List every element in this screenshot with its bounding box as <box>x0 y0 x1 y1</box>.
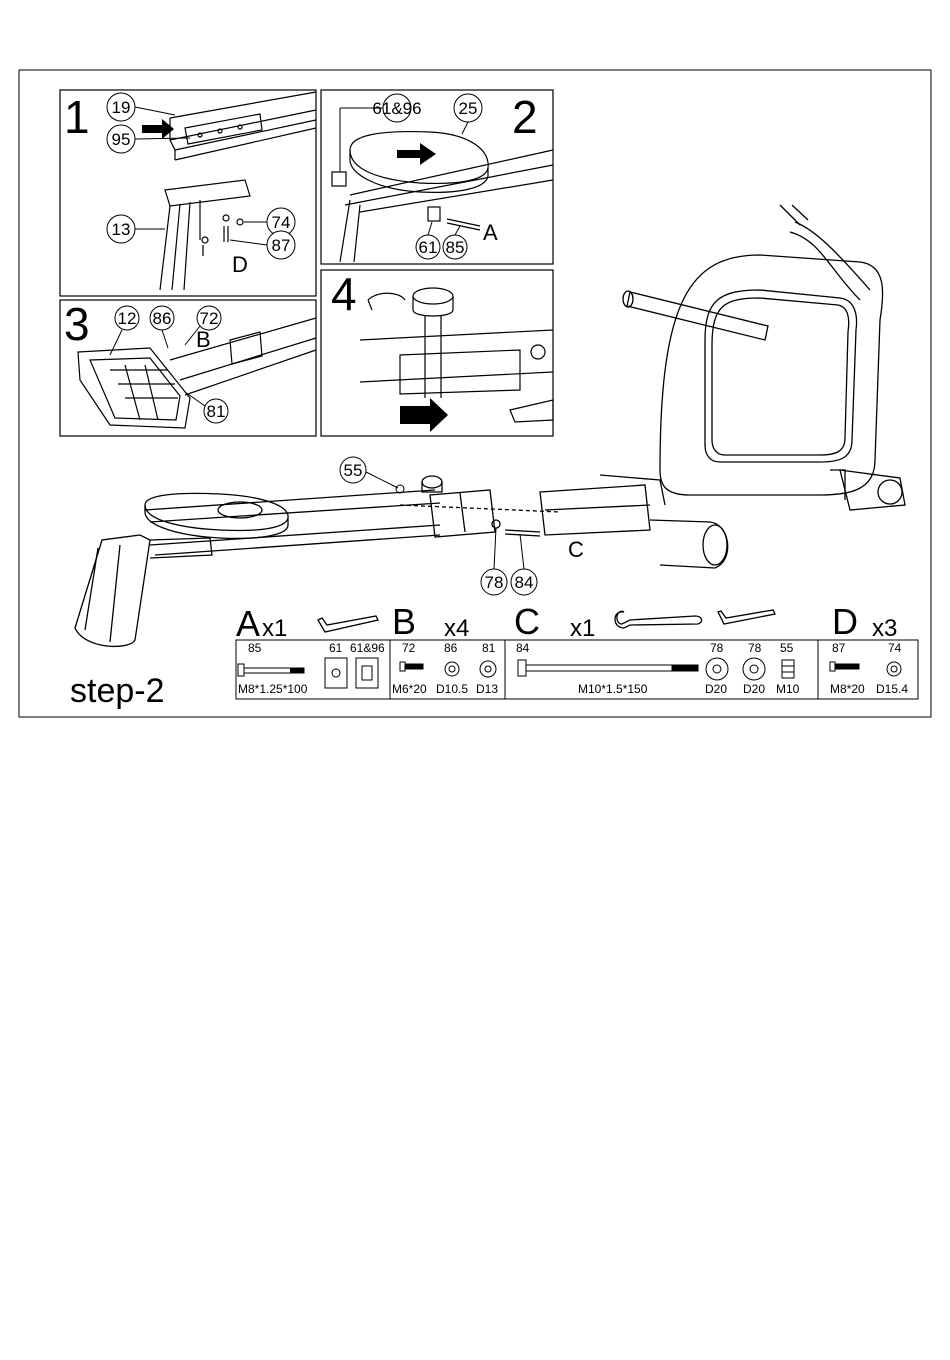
svg-text:95: 95 <box>112 130 131 149</box>
hardware-table: 85 M8*1.25*100 61 61&96 72 M6*20 86 D10.… <box>236 640 918 699</box>
svg-text:55: 55 <box>344 461 363 480</box>
group-d-qty: x3 <box>872 615 897 642</box>
item-85-num: 85 <box>248 641 262 655</box>
item-85-size: M8*1.25*100 <box>238 682 308 696</box>
step-label: step-2 <box>70 672 165 710</box>
item-84-num: 84 <box>516 641 530 655</box>
hex-key-icon-2 <box>718 610 775 624</box>
item-72-size: M6*20 <box>392 682 427 696</box>
group-b-letter: B <box>392 601 416 642</box>
panel-4: 4 <box>321 268 553 436</box>
callout-55: 55 <box>340 457 404 493</box>
svg-text:19: 19 <box>112 98 131 117</box>
item-84-size: M10*1.5*150 <box>578 682 648 696</box>
svg-text:86: 86 <box>153 309 172 328</box>
item-86-num: 86 <box>444 641 458 655</box>
item-55-size: M10 <box>776 682 800 696</box>
svg-text:61: 61 <box>419 238 438 257</box>
item-72-num: 72 <box>402 641 416 655</box>
item-74-num: 74 <box>888 641 902 655</box>
item-81-num: 81 <box>482 641 496 655</box>
item-78a-num: 78 <box>710 641 724 655</box>
group-d-letter: D <box>832 601 858 642</box>
item-87-size: M8*20 <box>830 682 865 696</box>
item-55-num: 55 <box>780 641 794 655</box>
group-c-qty: x1 <box>570 615 595 642</box>
group-c-letter: C <box>514 601 540 642</box>
wrench-icon <box>615 611 702 628</box>
panel-2-letter: A <box>483 220 498 245</box>
svg-text:13: 13 <box>112 220 131 239</box>
svg-text:81: 81 <box>207 402 226 421</box>
item-78b-size: D20 <box>743 682 765 696</box>
svg-text:74: 74 <box>272 213 291 232</box>
item-74-size: D15.4 <box>876 682 908 696</box>
svg-text:78: 78 <box>485 573 504 592</box>
svg-text:61&96: 61&96 <box>372 99 421 118</box>
item-81-size: D13 <box>476 682 498 696</box>
svg-text:12: 12 <box>118 309 137 328</box>
panel-4-number: 4 <box>331 268 357 320</box>
callout-84: 84 <box>511 534 537 595</box>
item-78b-num: 78 <box>748 641 762 655</box>
panel-2-number: 2 <box>512 91 538 143</box>
group-b-qty: x4 <box>444 615 469 642</box>
panel-1: 1 19 95 13 74 87 D <box>60 90 316 296</box>
panel-1-letter: D <box>232 252 248 277</box>
item-86-size: D10.5 <box>436 682 468 696</box>
main-letter: C <box>568 537 584 562</box>
svg-text:25: 25 <box>459 99 478 118</box>
panel-3-letter: B <box>196 327 211 352</box>
hex-key-icon <box>318 616 378 632</box>
svg-text:84: 84 <box>515 573 534 592</box>
svg-text:72: 72 <box>200 309 219 328</box>
svg-text:85: 85 <box>446 238 465 257</box>
svg-text:87: 87 <box>272 236 291 255</box>
group-a-letter: A <box>236 603 260 644</box>
item-61-96-num: 61&96 <box>350 641 385 655</box>
panel-1-number: 1 <box>64 91 90 143</box>
hardware-headers: A x1 B x4 C x1 D x3 <box>236 601 897 644</box>
item-61-num: 61 <box>329 641 343 655</box>
group-a-qty: x1 <box>262 615 287 642</box>
panel-2: 2 61&96 25 61 85 A <box>321 90 553 264</box>
callout-78: 78 <box>481 528 507 595</box>
panel-3-number: 3 <box>64 298 90 350</box>
panel-3: 3 12 86 72 81 B <box>60 298 316 436</box>
item-78a-size: D20 <box>705 682 727 696</box>
item-87-num: 87 <box>832 641 846 655</box>
